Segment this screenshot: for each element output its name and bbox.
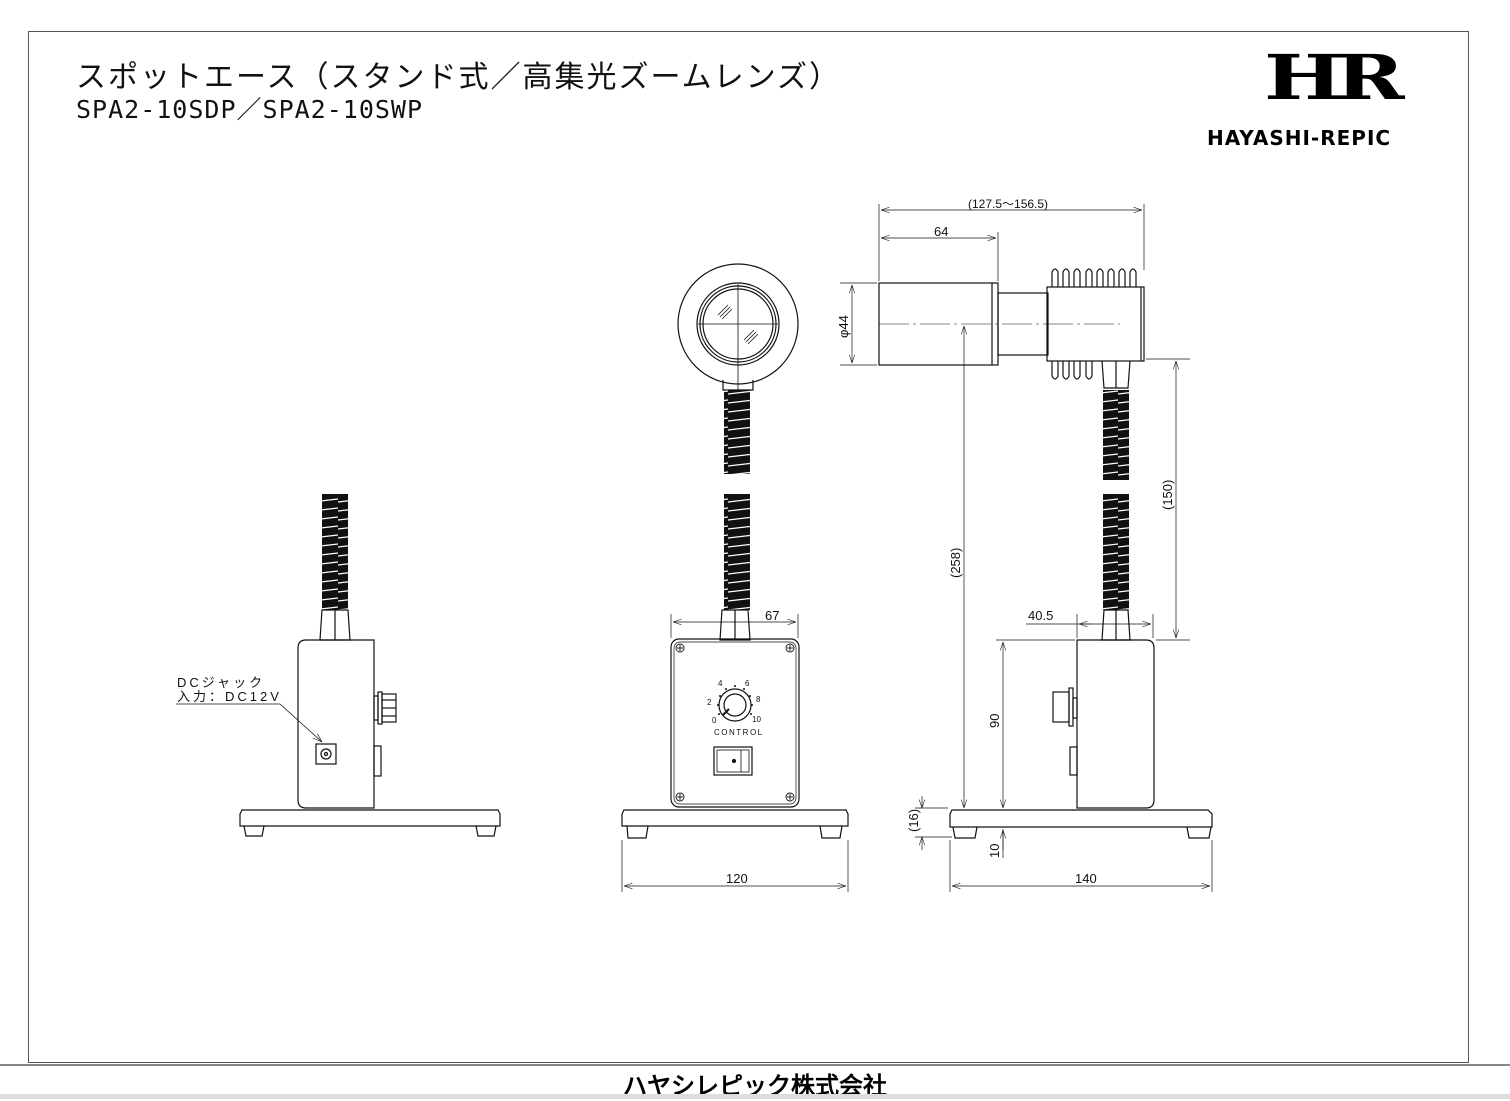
dim-overall-length: (127.5〜156.5)	[968, 197, 1048, 211]
control-label: CONTROL	[714, 728, 764, 737]
base-plate	[239, 809, 501, 827]
controller-box-front	[670, 638, 800, 808]
dim-lens-length: 64	[934, 224, 948, 239]
dial-label-4: 4	[718, 679, 723, 688]
dial-label-6: 6	[745, 679, 750, 688]
base-plate-right	[949, 809, 1213, 828]
controller-box-right	[1076, 639, 1155, 809]
company-logo-text: HAYASHI-REPIC	[1207, 126, 1392, 150]
drawing-frame	[28, 31, 1469, 1063]
dc-jack-icon	[315, 743, 337, 765]
dim-base-width-right: 140	[1075, 871, 1097, 886]
dim-box-offset: 40.5	[1028, 608, 1053, 623]
front-view	[621, 263, 849, 892]
dim-total-height: (258)	[948, 548, 963, 578]
controller-box-side	[297, 639, 375, 809]
dim-arm-height: (150)	[1160, 480, 1175, 510]
dc-jack-label: DCジャック	[177, 675, 265, 690]
dc-input-label: 入力：DC12V	[177, 689, 282, 704]
dim-base-width-front: 120	[726, 871, 748, 886]
dim-lens-diameter: φ44	[836, 315, 851, 338]
dim-base-height: (16)	[906, 809, 921, 832]
model-number: SPA2-10SDP／SPA2-10SWP	[76, 95, 424, 124]
footer-divider	[0, 1064, 1510, 1066]
dial-label-0: 0	[712, 716, 717, 725]
power-switch	[713, 746, 753, 776]
right-side-view	[840, 204, 1213, 892]
dial-label-10: 10	[752, 715, 761, 724]
dial-label-2: 2	[707, 698, 712, 707]
flex-arm-coil	[322, 494, 348, 610]
dial-label-8: 8	[756, 695, 761, 704]
dim-box-width: 67	[765, 608, 779, 623]
drawing-title: スポットエース（スタンド式／高集光ズームレンズ）	[76, 60, 841, 95]
base-plate-front	[621, 809, 849, 827]
company-logo-mark: HR	[1264, 41, 1405, 114]
left-side-view	[176, 494, 501, 837]
footer-bottom-strip	[0, 1094, 1510, 1099]
dim-foot-height: 10	[987, 844, 1002, 858]
dim-box-height: 90	[987, 714, 1002, 728]
